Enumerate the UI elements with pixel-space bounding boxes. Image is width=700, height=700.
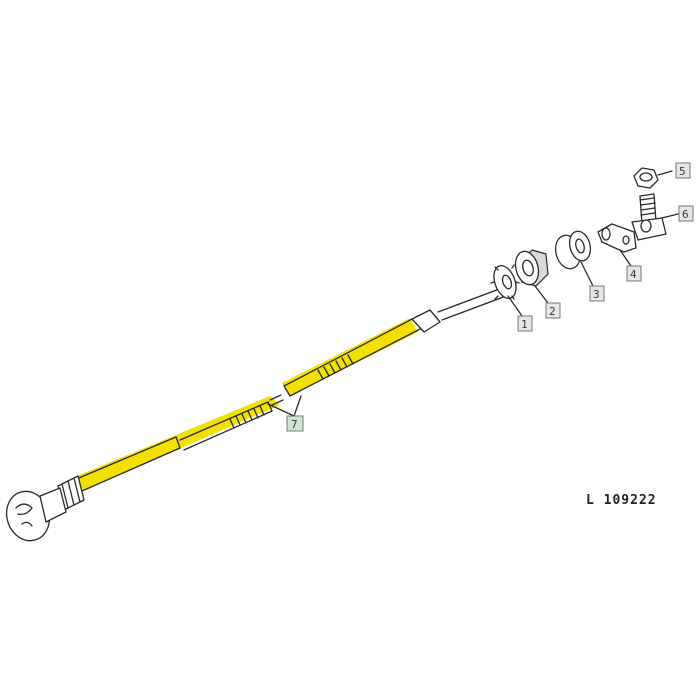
cable-knob [5,475,85,542]
callout-6-box [678,205,694,222]
callout-2-label: 2 [549,305,556,318]
callout-3-box [589,285,605,302]
callout-7: 7 [286,415,304,432]
callout-1-label: 1 [521,318,528,331]
control-cable [5,284,515,542]
bracket-part [597,223,637,253]
callout-2: 2 [545,302,561,319]
diagram-reference-number: L 109222 [586,493,657,508]
callout-3-label: 3 [593,288,600,301]
hex-nut-part [633,167,659,189]
callout-7-label: 7 [291,418,298,431]
nut-part [514,249,549,287]
callout-3: 3 [589,285,605,302]
callout-2-box [545,302,561,319]
callout-5: 5 [675,162,691,179]
callout-4: 4 [626,265,642,282]
grommet-part [554,230,592,270]
callout-4-label: 4 [630,268,637,281]
callout-7-box [286,415,304,432]
cable-thread-upper [317,354,354,380]
callout-5-box [675,162,691,179]
bolt-part [631,193,667,241]
callout-4-box [626,265,642,282]
callout-5-label: 5 [679,165,686,178]
lock-washer-part [490,264,520,300]
callout-1: 1 [517,315,533,332]
callout-6-label: 6 [682,208,689,221]
leader-lines [267,170,679,417]
cable-highlight-lower [72,396,280,492]
callout-6: 6 [678,205,694,222]
cable-thread-lower [229,405,265,429]
callout-1-box [517,315,533,332]
cable-highlight-upper [282,318,418,396]
